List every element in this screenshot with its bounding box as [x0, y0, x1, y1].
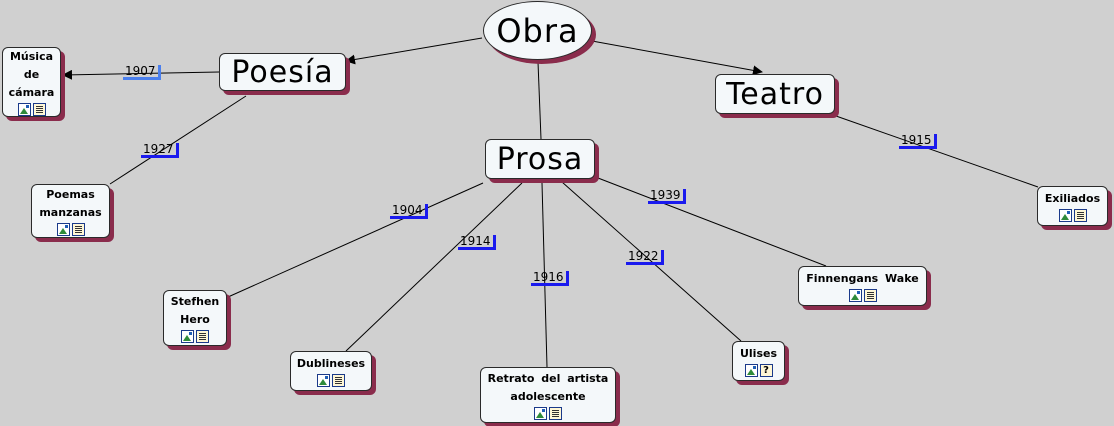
resource-icons	[1058, 209, 1087, 222]
link-prosa-ulises	[561, 181, 742, 342]
image-resource-icon[interactable]	[17, 103, 31, 116]
concept-label: Stefhen Hero	[170, 295, 220, 326]
concept-label: Poemas manzanas	[39, 188, 102, 219]
concept-ulises[interactable]: Ulises ?	[732, 341, 785, 381]
link-poesia-poemas	[109, 95, 247, 185]
concept-label: Retrato del artista adolescente	[487, 372, 609, 403]
concept-label: Obra	[496, 11, 579, 50]
image-resource-icon[interactable]	[181, 330, 194, 343]
concept-retrato-del-artista[interactable]: Retrato del artista adolescente	[480, 367, 616, 423]
question-resource-icon[interactable]: ?	[759, 364, 773, 377]
concept-finnengans-wake[interactable]: Finnengans Wake	[798, 266, 927, 306]
resource-icons	[534, 407, 562, 420]
document-resource-icon[interactable]	[332, 374, 345, 387]
concept-teatro[interactable]: Teatro	[715, 74, 835, 114]
concept-root-obra[interactable]: Obra	[483, 1, 592, 60]
document-resource-icon[interactable]	[71, 223, 85, 236]
concept-poemas-manzanas[interactable]: Poemas manzanas	[31, 184, 110, 238]
document-resource-icon[interactable]	[32, 103, 46, 116]
concept-label: Exiliados	[1044, 192, 1101, 205]
year-label-musica: 1907	[123, 65, 161, 80]
link-prosa-dublineses	[345, 182, 523, 352]
resource-icons	[17, 103, 46, 116]
link-prosa-finnengans	[597, 177, 827, 267]
concept-prosa[interactable]: Prosa	[485, 139, 595, 179]
image-resource-icon[interactable]	[1058, 209, 1072, 222]
year-label-dublineses: 1914	[458, 235, 496, 250]
image-resource-icon[interactable]	[744, 364, 758, 377]
year-label-exiliados: 1915	[899, 134, 937, 149]
image-resource-icon[interactable]	[848, 289, 862, 302]
link-teatro-exiliados	[835, 115, 1039, 188]
concept-label: Finnengans Wake	[806, 272, 919, 285]
document-resource-icon[interactable]	[863, 289, 877, 302]
link-obra-poesia	[345, 37, 483, 65]
year-label-finnengans: 1939	[648, 189, 686, 204]
concept-label: Poesía	[231, 54, 334, 90]
year-label-ulises: 1922	[626, 250, 664, 265]
link-prosa-retrato	[541, 182, 548, 368]
concept-exiliados[interactable]: Exiliados	[1037, 186, 1108, 226]
resource-icons: ?	[744, 364, 773, 377]
image-resource-icon[interactable]	[317, 374, 330, 387]
document-resource-icon[interactable]	[549, 407, 562, 420]
link-obra-teatro	[591, 40, 763, 76]
concept-musica-de-camara[interactable]: Música de cámara	[2, 47, 61, 117]
image-resource-icon[interactable]	[56, 223, 70, 236]
concept-label: Música de cámara	[8, 50, 55, 99]
concept-label: Dublineses	[296, 357, 366, 370]
resource-icons	[848, 289, 877, 302]
concept-label: Teatro	[726, 76, 824, 112]
year-label-poemas: 1927	[141, 143, 179, 158]
concept-poesia[interactable]: Poesía	[219, 53, 346, 91]
year-label-stefhen: 1904	[390, 204, 428, 219]
concept-dublineses[interactable]: Dublineses	[290, 351, 372, 391]
concept-label: Prosa	[496, 141, 584, 177]
resource-icons	[181, 330, 209, 343]
resource-icons	[56, 223, 85, 236]
link-obra-prosa	[537, 61, 542, 140]
resource-icons	[317, 374, 345, 387]
document-resource-icon[interactable]	[1073, 209, 1087, 222]
year-label-retrato: 1916	[531, 271, 569, 286]
concept-label: Ulises	[739, 347, 778, 360]
document-resource-icon[interactable]	[196, 330, 209, 343]
link-prosa-stefhen	[227, 182, 484, 298]
image-resource-icon[interactable]	[534, 407, 547, 420]
concept-stefhen-hero[interactable]: Stefhen Hero	[163, 290, 227, 346]
link-poesia-musica	[62, 69, 220, 80]
